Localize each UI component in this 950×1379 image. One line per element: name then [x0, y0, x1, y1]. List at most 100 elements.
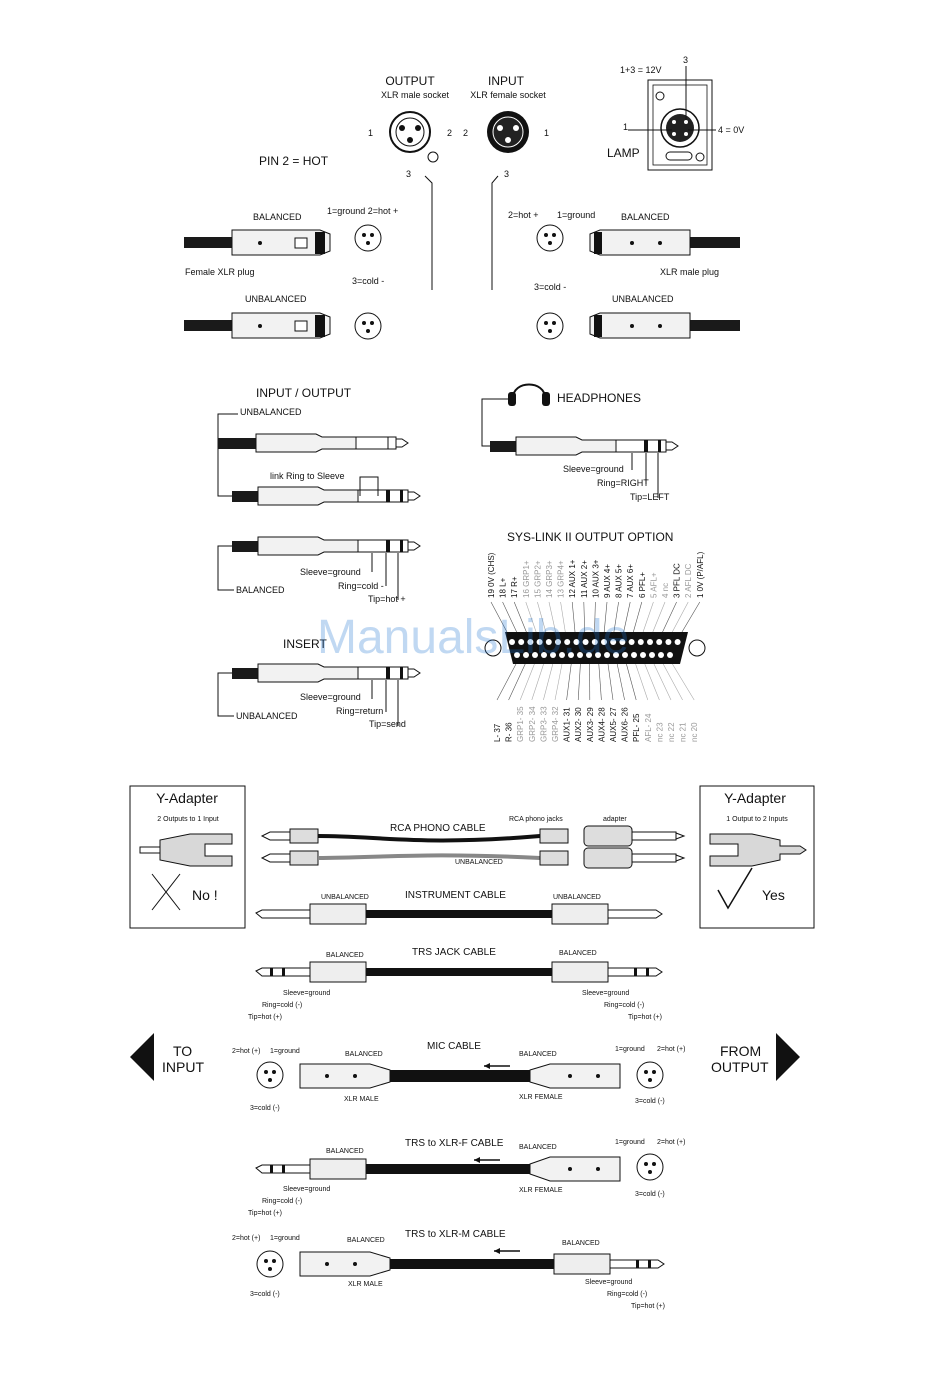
female-xlr-plug-unbalanced: UNBALANCED [184, 294, 382, 340]
dsub-pin [586, 652, 592, 658]
yl-title: Y-Adapter [156, 790, 218, 806]
trsf-cold: 3=cold (-) [635, 1191, 665, 1198]
label-balanced-r: BALANCED [621, 212, 670, 222]
dsub-pin [601, 639, 607, 645]
trsm-sleeve: Sleeve=ground [585, 1279, 632, 1286]
headphones-icon [512, 383, 546, 399]
yadapter-right: Y-Adapter 1 Output to 2 Inputs Yes [699, 785, 815, 929]
trsf-balanced-l: BALANCED [326, 1148, 364, 1155]
lamp-pin1: 1 [623, 122, 628, 132]
hp-sleeve: Sleeve=ground [563, 464, 624, 474]
dsub-pin [527, 639, 534, 645]
trs-jack-cable: TRS JACK CABLE BALANCED BALANCED Sleeve=… [248, 947, 663, 1021]
syslink-bottom-pin: AUX3- 29 [586, 707, 595, 742]
dsub-pin [582, 639, 589, 645]
syslink-top-pin: 9 AUX 4+ [603, 564, 612, 598]
jack-unbalanced-1: UNBALANCED [240, 407, 302, 417]
trs-tip-r: Tip=hot (+) [628, 1014, 662, 1021]
syslink-top-pin: 18 L+ [499, 577, 508, 598]
syslink-top-pin: 10 AUX 3+ [591, 559, 600, 598]
dsub-pin [637, 639, 644, 645]
syslink-title: SYS-LINK II OUTPUT OPTION [507, 530, 673, 544]
dsub-pin [667, 652, 673, 658]
yr-title: Y-Adapter [724, 790, 786, 806]
trs-balanced-r: BALANCED [559, 950, 597, 957]
jack-balanced: BALANCED Sleeve=ground Ring=cold - Tip=h… [217, 536, 421, 604]
label-unbalanced: UNBALANCED [245, 294, 307, 304]
from-output-2: OUTPUT [711, 1059, 769, 1075]
syslink-bottom-pin: nc 21 [679, 722, 688, 742]
syslink-top-pin: 15 GRP2+ [533, 560, 542, 598]
jack-unbalanced [218, 433, 409, 453]
link-ring-label: link Ring to Sleeve [270, 471, 345, 481]
label-cold-r: 3=cold - [534, 282, 566, 292]
rca-adapter: adapter [603, 816, 627, 823]
syslink-bottom-pin: GRP2- 34 [528, 706, 537, 742]
syslink-top-pin: 3 PFL DC [673, 563, 682, 598]
trsf-sleeve: Sleeve=ground [283, 1186, 330, 1193]
dsub-pin [649, 652, 655, 658]
trsf-tip: Tip=hot (+) [248, 1210, 282, 1217]
label-ground: 1=ground [557, 210, 595, 220]
syslink-bottom-pin: AUX6- 26 [621, 707, 630, 742]
dsub-pin [595, 652, 601, 658]
mic-balanced-l: BALANCED [345, 1051, 383, 1058]
mic-xlr-female: XLR FEMALE [519, 1094, 563, 1101]
dsub-pin [536, 639, 543, 645]
trsf-ground: 1=ground [615, 1139, 645, 1146]
dsub-pin [518, 639, 525, 645]
dsub-pin [647, 639, 653, 645]
dsub-pin [631, 652, 637, 658]
insert-sleeve: Sleeve=ground [300, 692, 361, 702]
output-title: OUTPUT [385, 74, 435, 88]
trs-title: TRS JACK CABLE [412, 947, 496, 958]
dsub-pin [613, 652, 619, 658]
mic-xlr-male: XLR MALE [344, 1096, 379, 1103]
dsub-pin [523, 652, 529, 658]
syslink-top-pin: 6 PFL+ [638, 572, 647, 598]
lamp-pin13: 1+3 = 12V [620, 65, 662, 75]
dsub-pin [656, 639, 663, 645]
watermark: ManualsLib.de [317, 611, 629, 664]
trsm-xlr-male: XLR MALE [348, 1281, 383, 1288]
dsub-pin [509, 639, 515, 645]
dsub-pin [532, 652, 538, 658]
syslink-bottom-pin: nc 22 [667, 722, 676, 742]
dsub-pin [545, 639, 552, 645]
rca-cable: RCA PHONO CABLE RCA phono jacks adapter … [260, 816, 686, 869]
label-hot: 2=hot + [508, 210, 539, 220]
trs-ring-r: Ring=cold (-) [604, 1002, 644, 1009]
arrow-left-icon [130, 1033, 154, 1081]
male-xlr-plug-unbalanced: UNBALANCED [536, 294, 740, 340]
syslink-top-pin: 14 GRP3+ [545, 560, 554, 598]
trsf-title: TRS to XLR-F CABLE [405, 1138, 504, 1149]
trsm-balanced-l: BALANCED [347, 1237, 385, 1244]
instr-unbal-r: UNBALANCED [553, 894, 601, 901]
io-title: INPUT / OUTPUT [256, 386, 352, 400]
dsub-pin [550, 652, 556, 658]
dsub-pin [555, 639, 561, 645]
input-pin3: 3 [504, 169, 509, 179]
syslink-top-pin: 4 nc [661, 583, 670, 598]
yadapter-left: Y-Adapter 2 Outputs to 1 Input No ! [129, 785, 246, 929]
dsub-pin [674, 639, 681, 645]
tip-hot: Tip=hot + [368, 594, 406, 604]
syslink-top-pin: 13 GRP4+ [557, 560, 566, 598]
from-output-marker: FROM OUTPUT [711, 1033, 800, 1081]
output-subtitle: XLR male socket [381, 90, 450, 100]
syslink-top-pin: 17 R+ [510, 576, 519, 598]
syslink-top-pin: 8 AUX 5+ [615, 564, 624, 598]
jack-link-ring [232, 476, 421, 506]
syslink-top-pin: 2 AFL DC [684, 563, 693, 598]
trsf-xlr-female: XLR FEMALE [519, 1187, 563, 1194]
syslink-bottom-pin: L- 37 [493, 723, 502, 742]
dsub-pin [514, 652, 520, 658]
syslink-bottom-pin: nc 23 [655, 722, 664, 742]
mic-cold-r: 3=cold (-) [635, 1098, 665, 1105]
dsub-pin [610, 639, 617, 645]
dsub-pin [628, 639, 635, 645]
yr-sub: 1 Output to 2 Inputs [726, 816, 788, 823]
rca-jacks: RCA phono jacks [509, 816, 563, 823]
syslink-top-pin: 19 0V (CHS) [487, 552, 496, 598]
label-unbalanced-r: UNBALANCED [612, 294, 674, 304]
